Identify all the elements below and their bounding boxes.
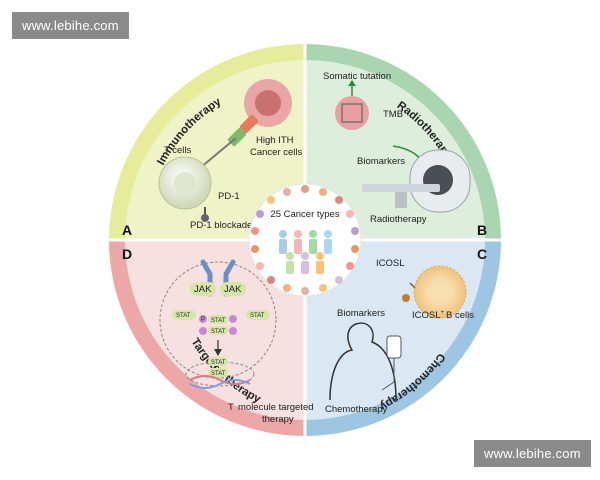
label-tmb: TMB [383,109,403,120]
label-stat-c: STAT [211,360,226,366]
letter-a: A [122,222,132,238]
label-targeted-1: molecule targeted [238,402,314,413]
label-targeted-2: therapy [262,414,294,425]
label-high-ith-1: High ITH [256,135,294,146]
stat-right-icon [246,310,270,320]
jak-left-icon [190,282,216,296]
label-chemotherapy: Chemotherapy [325,404,388,415]
watermark-top: www.lebihe.com [12,12,129,39]
label-biomarkers-c: Biomarkers [337,308,385,319]
center-disc: 25 Cancer types [248,183,362,297]
label-stat-d: STAT [211,371,226,377]
scanner-bed-icon [362,184,440,192]
label-high-ith-2: Cancer cells [250,147,303,158]
label-biomarkers-b: Biomarkers [357,156,405,167]
jak-right-icon [220,282,246,296]
label-somatic: Somatic tutation [323,71,391,82]
mhc-receptor-icon [239,114,259,134]
letter-c: C [477,246,487,262]
label-stat-b: STAT [211,329,226,335]
people-icons [279,230,332,274]
label-icosl-b-cells: ICOSL+B cells [412,310,474,321]
iv-bag-icon [386,335,402,359]
label-icosl: ICOSL [376,258,405,269]
letter-b: B [477,222,487,238]
watermark-bottom: www.lebihe.com [474,440,591,467]
t-cell-nucleus-icon [174,172,196,194]
label-pd1: PD-1 [218,191,240,202]
label-jak-1: JAK [194,284,212,295]
label-radiotherapy: Radiotherapy [370,214,427,225]
pd1-receptor-icon [201,214,209,222]
targeted-illustration [159,259,277,389]
stat-left-icon [172,310,196,320]
up-arrow-icon [348,80,356,86]
immunotherapy-illustration [158,79,292,222]
organ-icons [251,185,359,295]
label-p: P [201,317,205,323]
dna-box-icon [341,103,363,123]
label-stat-right: STAT [250,313,265,319]
label-t-cells: T cells [164,145,192,156]
radiotherapy-illustration [335,80,471,213]
p-dot-icon [199,315,207,323]
label-stat-left: STAT [176,313,191,319]
center-title: 25 Cancer types [270,209,339,220]
patient-icon [329,322,397,401]
label-pd1-blockade: PD-1 blockade [190,220,252,231]
icosl-dot-icon [402,294,410,302]
chemotherapy-illustration [329,265,467,401]
nucleus-icon [185,361,255,387]
letter-d: D [122,246,132,262]
label-jak-2: JAK [224,284,242,295]
tumor-cell-icon [335,96,369,130]
cancer-nucleus-icon [255,90,281,116]
label-stat-a: STAT [211,318,226,324]
label-targeted-prefix: T [228,402,234,413]
dna-icon [189,375,251,385]
